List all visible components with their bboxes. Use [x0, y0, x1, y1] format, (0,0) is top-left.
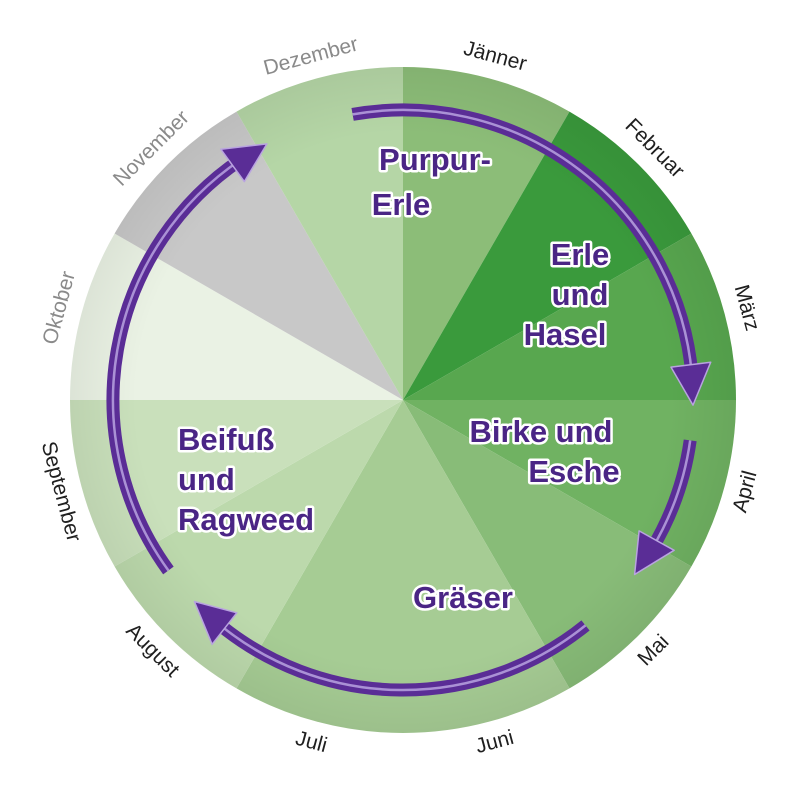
label-beifuss-ragweed: Beifuß und Ragweed	[176, 420, 317, 540]
month-label-april: April	[728, 468, 761, 515]
month-label-mai: Mai	[633, 630, 673, 670]
month-label-mrz: März	[730, 282, 764, 333]
arrow-winter-spring-icon	[351, 103, 712, 406]
month-label-jnner: Jänner	[461, 37, 529, 76]
beifuss-ragweed-line-3: Ragweed	[178, 502, 314, 537]
birke-esche-line-2: Esche	[528, 454, 619, 489]
month-label-juni: Juni	[473, 726, 516, 758]
purpur-erle-line-1: Purpur-	[379, 142, 491, 177]
label-erle-hasel: Erle und Hasel	[521, 235, 612, 355]
birke-esche-line-1: Birke und	[470, 414, 613, 449]
erle-hasel-line-1: Erle	[551, 237, 610, 272]
erle-hasel-line-2: und	[552, 277, 609, 312]
beifuss-ragweed-line-1: Beifuß	[178, 422, 275, 457]
month-label-juli: Juli	[293, 727, 329, 757]
graeser-line-1: Gräser	[413, 580, 513, 615]
arrow-autumn-icon	[106, 143, 268, 575]
month-label-oktober: Oktober	[38, 269, 80, 347]
wheel-shading	[70, 67, 736, 733]
arrow-april-may-icon	[633, 439, 697, 576]
label-birke-esche: Birke und Esche	[467, 412, 622, 492]
arrow-summer-icon	[193, 600, 590, 697]
season-arrows	[106, 103, 712, 697]
erle-hasel-line-3: Hasel	[524, 317, 607, 352]
label-graeser: Gräser	[411, 578, 516, 618]
purpur-erle-line-2: Erle	[372, 187, 431, 222]
label-purpur-erle: Purpur- Erle	[369, 140, 493, 225]
beifuss-ragweed-line-2: und	[178, 462, 235, 497]
